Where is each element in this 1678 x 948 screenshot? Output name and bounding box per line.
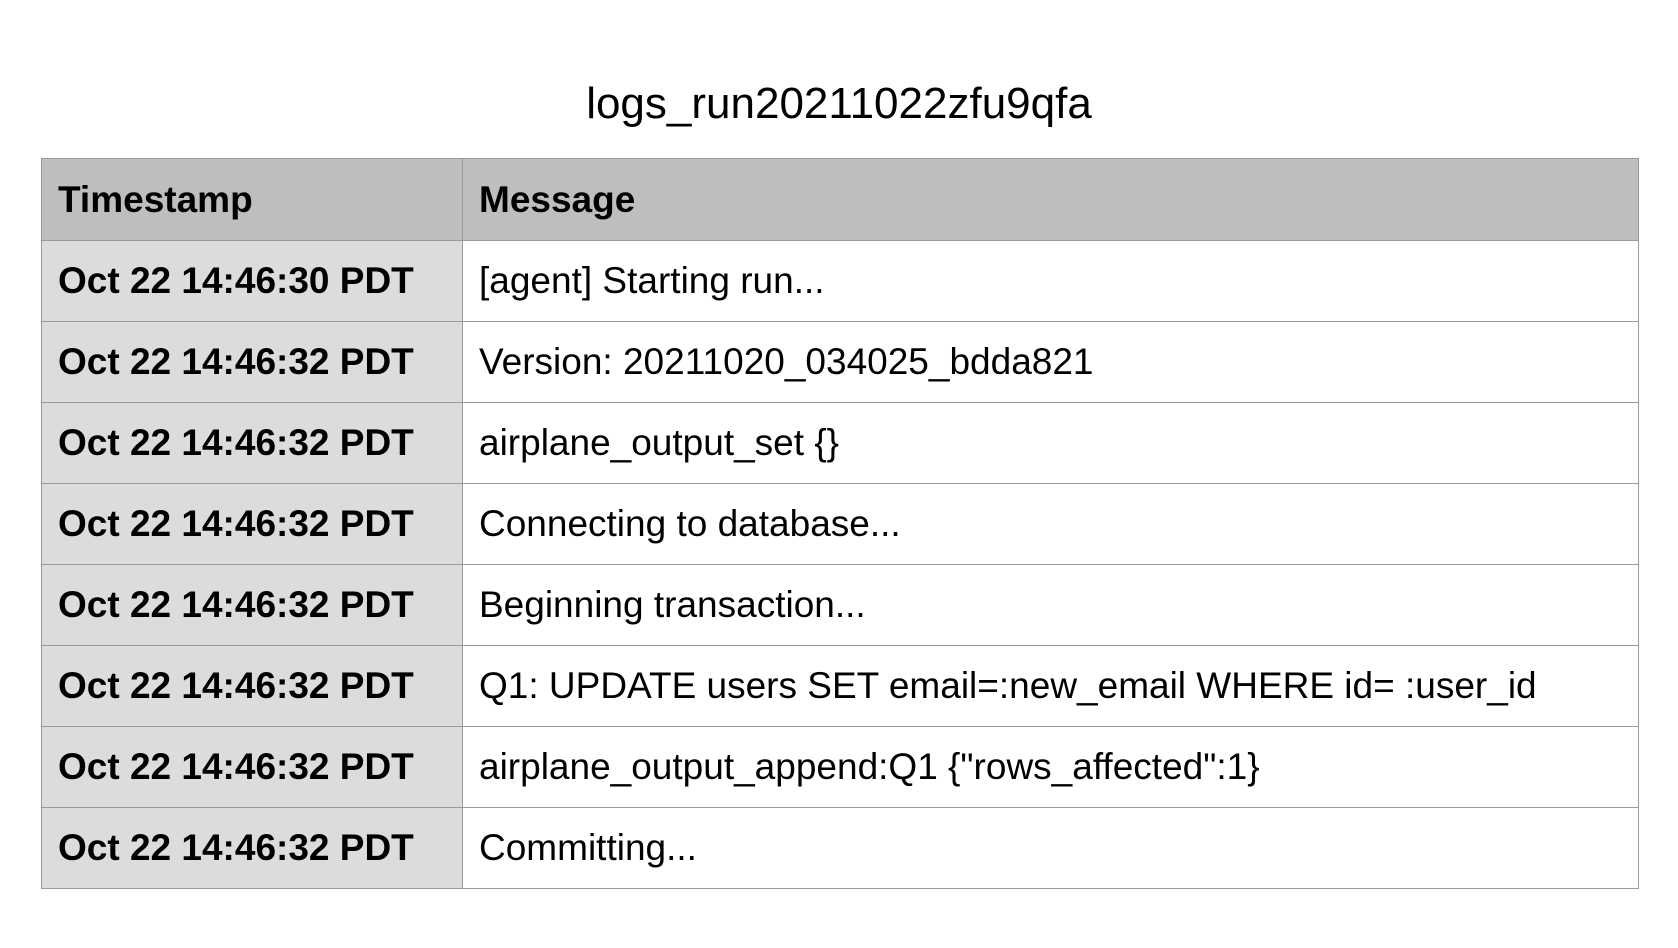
message-cell: Beginning transaction... — [462, 564, 1639, 646]
timestamp-cell: Oct 22 14:46:32 PDT — [41, 564, 463, 646]
table-row: Oct 22 14:46:32 PDT Beginning transactio… — [41, 564, 1639, 646]
table-header-row: Timestamp Message — [41, 158, 1639, 241]
table-row: Oct 22 14:46:32 PDT airplane_output_appe… — [41, 726, 1639, 808]
table-row: Oct 22 14:46:32 PDT Version: 20211020_03… — [41, 321, 1639, 403]
message-cell: Q1: UPDATE users SET email=:new_email WH… — [462, 645, 1639, 727]
timestamp-cell: Oct 22 14:46:32 PDT — [41, 402, 463, 484]
column-header-message: Message — [462, 158, 1639, 241]
message-cell: Connecting to database... — [462, 483, 1639, 565]
table-row: Oct 22 14:46:32 PDT Connecting to databa… — [41, 483, 1639, 565]
table-row: Oct 22 14:46:32 PDT airplane_output_set … — [41, 402, 1639, 484]
timestamp-cell: Oct 22 14:46:32 PDT — [41, 726, 463, 808]
log-table: Timestamp Message Oct 22 14:46:30 PDT [a… — [41, 158, 1639, 889]
table-row: Oct 22 14:46:32 PDT Q1: UPDATE users SET… — [41, 645, 1639, 727]
message-cell: [agent] Starting run... — [462, 240, 1639, 322]
timestamp-cell: Oct 22 14:46:32 PDT — [41, 321, 463, 403]
message-cell: airplane_output_set {} — [462, 402, 1639, 484]
message-cell: Committing... — [462, 807, 1639, 889]
message-cell: airplane_output_append:Q1 {"rows_affecte… — [462, 726, 1639, 808]
column-header-timestamp: Timestamp — [41, 158, 463, 241]
table-row: Oct 22 14:46:30 PDT [agent] Starting run… — [41, 240, 1639, 322]
timestamp-cell: Oct 22 14:46:32 PDT — [41, 645, 463, 727]
timestamp-cell: Oct 22 14:46:30 PDT — [41, 240, 463, 322]
message-cell: Version: 20211020_034025_bdda821 — [462, 321, 1639, 403]
page-title: logs_run20211022zfu9qfa — [586, 79, 1092, 128]
timestamp-cell: Oct 22 14:46:32 PDT — [41, 483, 463, 565]
timestamp-cell: Oct 22 14:46:32 PDT — [41, 807, 463, 889]
table-row: Oct 22 14:46:32 PDT Committing... — [41, 807, 1639, 889]
